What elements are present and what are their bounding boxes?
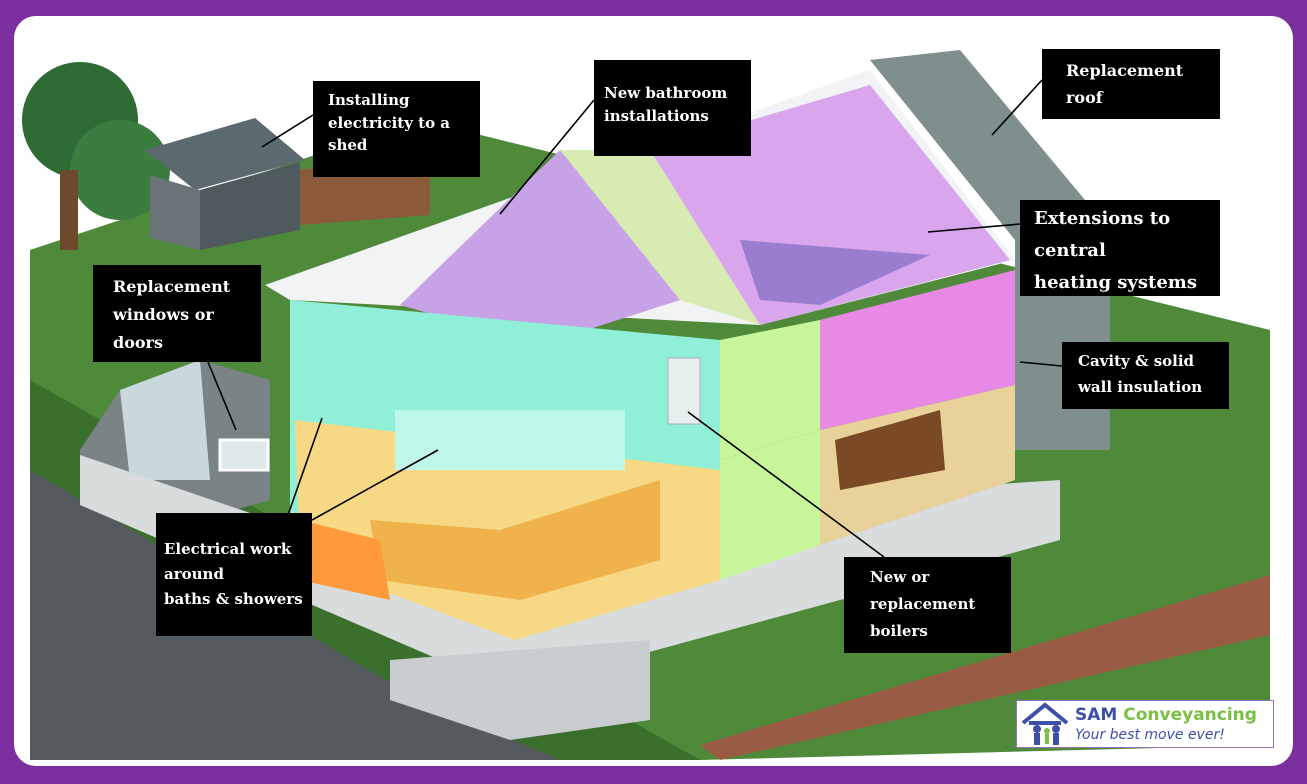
label-boilers-line-2: replacement xyxy=(870,595,976,613)
label-bathroom: New bathroom installations xyxy=(594,60,751,156)
brick-wall xyxy=(700,575,1270,760)
label-heating-line-3: heating systems xyxy=(1034,272,1197,294)
callout-line-roof xyxy=(991,79,1043,136)
callout-line-windows xyxy=(207,361,237,431)
callout-line-electrical-2 xyxy=(311,449,439,521)
first-floor-bedroom xyxy=(820,270,1015,430)
label-bathroom-line-1: New bathroom xyxy=(604,84,728,102)
label-insulation: Cavity & solid wall insulation xyxy=(1062,342,1229,409)
logo-tagline: Your best move ever! xyxy=(1075,727,1225,743)
label-shed-line-2: electricity to a xyxy=(328,113,451,132)
callout-line-boilers xyxy=(687,411,885,558)
shed xyxy=(150,175,200,250)
label-heating-line-2: central xyxy=(1034,240,1106,262)
sam-conveyancing-logo: SAM Conveyancing Your best move ever! xyxy=(1016,700,1274,748)
logo-company-name: SAM Conveyancing xyxy=(1075,705,1257,725)
callout-line-heating xyxy=(927,223,1021,233)
label-bathroom-line-2: installations xyxy=(604,106,709,125)
label-roof: Replacement roof xyxy=(1042,49,1220,119)
label-roof-line-2: roof xyxy=(1066,88,1103,108)
label-boilers-line-3: boilers xyxy=(870,622,928,640)
logo-name-sam: SAM xyxy=(1075,705,1118,725)
label-shed-line-3: shed xyxy=(328,136,368,154)
house-family-icon xyxy=(1021,702,1069,745)
road xyxy=(30,470,560,760)
label-windows-line-1: Replacement xyxy=(113,277,231,296)
label-heating-line-1: Extensions to xyxy=(1034,208,1171,229)
label-shed-line-1: Installing xyxy=(328,91,410,109)
label-electrical-line-2: around xyxy=(164,565,224,584)
label-electrical: Electrical work around baths & showers xyxy=(156,513,312,636)
roof xyxy=(870,50,1110,450)
label-roof-line-1: Replacement xyxy=(1066,61,1184,80)
label-windows-line-2: windows or xyxy=(113,305,214,324)
boiler xyxy=(667,357,701,425)
callout-line-shed xyxy=(261,114,314,148)
label-windows: Replacement windows or doors xyxy=(93,265,261,362)
label-electrical-line-3: baths & showers xyxy=(164,590,303,609)
landing xyxy=(720,320,820,460)
label-electrical-line-1: Electrical work xyxy=(164,540,292,558)
label-heating: Extensions to central heating systems xyxy=(1020,200,1220,296)
label-boilers: New or replacement boilers xyxy=(844,557,1011,653)
shed-roof xyxy=(145,118,305,190)
attic-landing xyxy=(560,150,760,325)
callout-line-electrical-1 xyxy=(287,417,323,516)
label-shed: Installing electricity to a shed xyxy=(313,81,480,177)
callout-line-bathroom xyxy=(499,99,595,215)
label-boilers-line-1: New or xyxy=(870,568,930,586)
logo-name-conveyancing: Conveyancing xyxy=(1123,705,1257,725)
label-insulation-line-1: Cavity & solid xyxy=(1078,352,1195,370)
hall xyxy=(720,430,820,580)
callout-line-insulation xyxy=(1019,361,1063,367)
attic-bathroom xyxy=(400,150,680,345)
label-windows-line-3: doors xyxy=(113,333,163,352)
label-insulation-line-2: wall insulation xyxy=(1078,377,1203,396)
bathtub xyxy=(395,410,625,470)
